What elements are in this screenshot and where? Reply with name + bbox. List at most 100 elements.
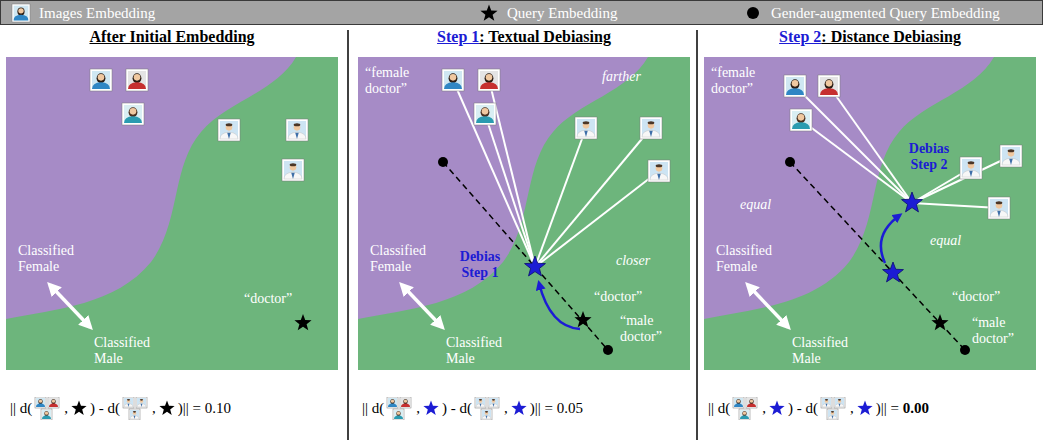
formula-text: )|| =	[876, 400, 903, 417]
doctor-photo	[827, 409, 838, 420]
debiased-query-star	[902, 192, 923, 212]
doctor-photo	[129, 409, 140, 420]
region-label: “female doctor”	[711, 65, 775, 97]
image-cluster	[34, 397, 62, 420]
doctor-photo	[90, 69, 112, 91]
image-cluster	[732, 397, 760, 420]
doctor-photo	[126, 69, 148, 91]
augmented-query-dot	[438, 157, 448, 167]
female-region	[6, 57, 338, 370]
gender-axis-arrow	[50, 285, 90, 327]
region-label: Debias Step 2	[904, 141, 954, 173]
star-symbol	[856, 399, 874, 417]
region-label: closer	[616, 253, 650, 269]
region-label: “male doctor”	[972, 315, 1032, 347]
panel-title: : Distance Debiasing	[821, 28, 961, 45]
doctor-photo	[218, 119, 240, 141]
query-star	[294, 314, 311, 330]
legend-sample	[11, 3, 31, 23]
augmented-query-dot	[960, 345, 970, 355]
legend-entry: Gender-augmented Query Embedding	[743, 3, 1000, 23]
distance-line	[535, 128, 651, 267]
step-link: Step 1	[437, 28, 479, 45]
panel-separator	[347, 30, 349, 440]
doctor-photo	[48, 397, 59, 408]
region-label: Classified Male	[94, 335, 166, 367]
distance-formula: || d(,) - d(,)|| = 0.05	[362, 396, 583, 420]
embedding-space	[6, 57, 338, 370]
doctor-photo	[475, 397, 486, 408]
star-symbol	[510, 399, 528, 417]
region-label: Classified Female	[18, 243, 90, 275]
doctor-photo	[648, 160, 670, 182]
embedding-space	[704, 57, 1036, 370]
distance-line	[801, 120, 912, 203]
distance-formula: || d(,) - d(,)|| = 0.00	[708, 396, 929, 420]
doctor-photo	[988, 197, 1010, 219]
formula-text: ) - d(	[442, 400, 472, 417]
formula-text: ) - d(	[788, 400, 818, 417]
doctor-photo	[393, 409, 404, 420]
embedding-panel: After Initial EmbeddingClassified Female…	[6, 57, 338, 370]
formula-text: )|| = 0.10	[178, 400, 231, 417]
formula-text: ,	[850, 400, 854, 417]
distance-line	[795, 86, 912, 203]
region-label: “doctor”	[952, 289, 1000, 305]
male-region	[358, 57, 690, 370]
gender-axis-arrow	[748, 285, 788, 327]
embedding-space	[358, 57, 690, 370]
panel-heading: After Initial Embedding	[6, 28, 338, 46]
formula-text: ,	[416, 400, 420, 417]
region-label: farther	[602, 69, 641, 85]
legend-text: Gender-augmented Query Embedding	[771, 5, 1000, 22]
doctor-photo	[834, 397, 845, 408]
male-region	[704, 57, 1036, 370]
doctor-photo	[286, 119, 308, 141]
embedding-panel: Step 1: Textual Debiasing“female doctor”…	[358, 57, 690, 370]
doctor-photo	[488, 397, 499, 408]
region-label: equal	[740, 197, 771, 213]
doctor-photo	[784, 75, 806, 97]
formula-text: ,	[152, 400, 156, 417]
panel-title: After Initial Embedding	[89, 28, 254, 45]
region-label: Classified Male	[446, 335, 518, 367]
region-label: Debias Step 1	[454, 249, 506, 281]
region-label: Classified Female	[370, 243, 442, 275]
doctor-photo	[41, 409, 52, 420]
doctor-photo	[733, 397, 744, 408]
doctor-photo	[282, 159, 304, 181]
doctor-photo	[640, 117, 662, 139]
doctor-photo	[12, 4, 30, 22]
distance-formula: || d(,) - d(,)|| = 0.10	[10, 396, 231, 420]
legend-entry: Images Embedding	[11, 3, 155, 23]
star-symbol	[158, 399, 176, 417]
doctor-photo	[821, 397, 832, 408]
doctor-photo	[790, 109, 812, 131]
doctor-photo	[818, 75, 840, 97]
debiased-query-star	[883, 262, 904, 282]
image-cluster	[386, 397, 414, 420]
doctor-photo	[1000, 145, 1022, 167]
legend-sample	[479, 3, 499, 23]
region-label: equal	[930, 233, 961, 249]
doctor-photo	[960, 157, 982, 179]
doctor-photo	[123, 397, 134, 408]
formula-text: ) - d(	[90, 400, 120, 417]
image-cluster	[820, 397, 848, 420]
augmented-query-dot	[603, 345, 613, 355]
query-star	[931, 314, 948, 330]
panel-separator	[696, 30, 698, 440]
debiased-query-star	[525, 256, 546, 276]
doctor-photo	[474, 103, 496, 125]
region-label: Classified Female	[716, 243, 788, 275]
doctor-photo	[387, 397, 398, 408]
formula-text: 0.00	[903, 400, 929, 417]
region-label: “female doctor”	[365, 65, 429, 97]
image-cluster	[122, 397, 150, 420]
embedding-panel: Step 2: Distance Debiasing“female doctor…	[704, 57, 1036, 370]
male-region	[6, 57, 338, 370]
doctor-photo	[746, 397, 757, 408]
gender-axis-arrow	[402, 285, 442, 327]
panel-title: : Textual Debiasing	[479, 28, 611, 45]
